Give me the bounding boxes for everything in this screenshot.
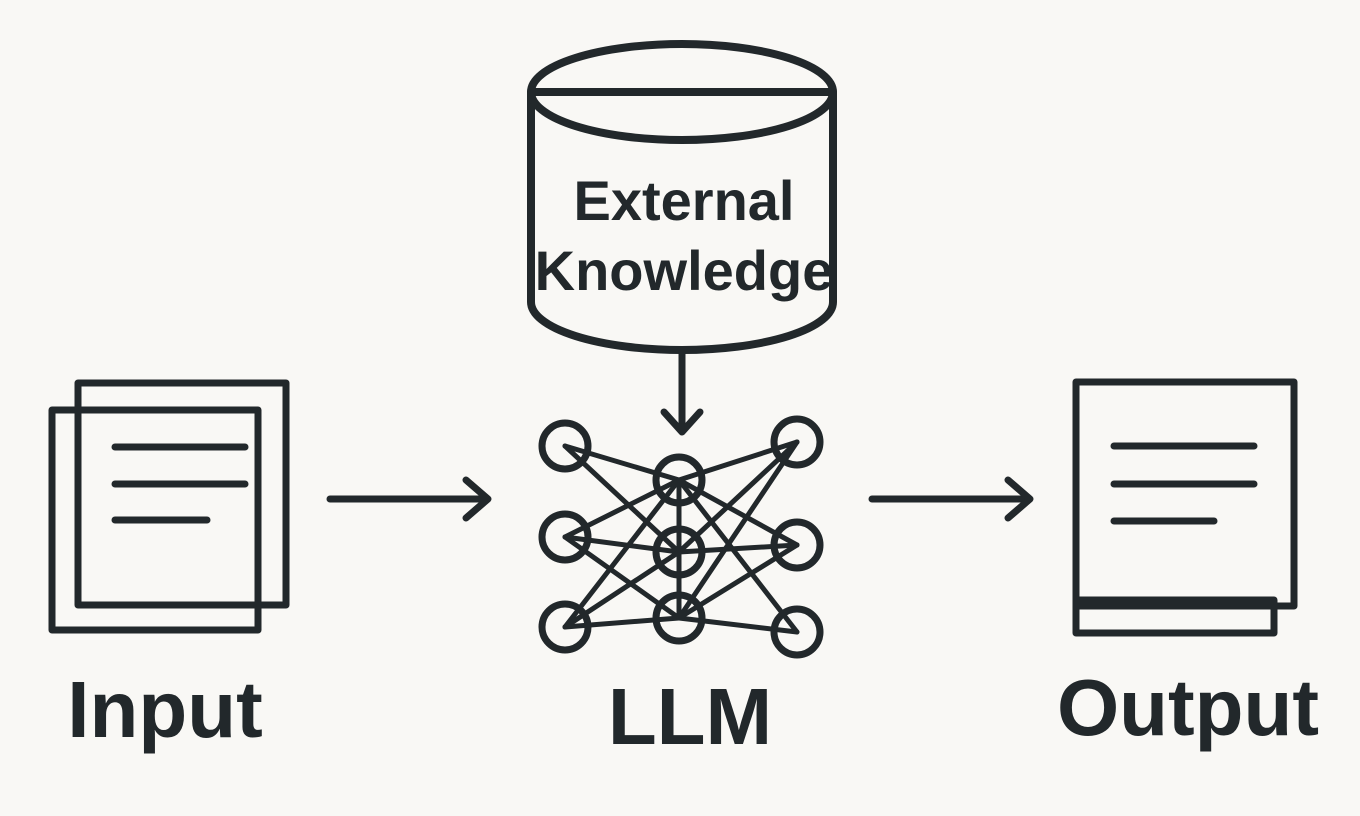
network-node xyxy=(538,600,592,654)
stacked-documents-icon xyxy=(48,379,290,634)
arrow-llm-to-output xyxy=(868,476,1034,522)
network-node xyxy=(652,525,706,579)
arrow-input-to-llm xyxy=(326,476,492,522)
network-node xyxy=(538,510,592,564)
llm-neural-network: LLM xyxy=(538,415,824,761)
external-knowledge-database: External Knowledge xyxy=(527,40,837,354)
output-label: Output xyxy=(1057,663,1319,752)
input-document: Input xyxy=(48,379,290,754)
network-node xyxy=(652,453,706,507)
database-cylinder-icon xyxy=(527,40,837,354)
network-nodes xyxy=(538,415,824,659)
external-knowledge-label-line2: Knowledge xyxy=(535,239,834,302)
neural-network-icon xyxy=(538,415,824,659)
network-node xyxy=(770,518,824,572)
document-icon xyxy=(1072,378,1298,637)
network-node xyxy=(538,419,592,473)
network-node xyxy=(770,415,824,469)
output-document: Output xyxy=(1057,378,1319,752)
input-label: Input xyxy=(67,665,262,754)
network-node xyxy=(770,605,824,659)
network-node xyxy=(652,591,706,645)
arrow-database-to-llm xyxy=(660,348,704,436)
external-knowledge-label-line1: External xyxy=(574,169,795,232)
llm-label: LLM xyxy=(608,672,772,761)
